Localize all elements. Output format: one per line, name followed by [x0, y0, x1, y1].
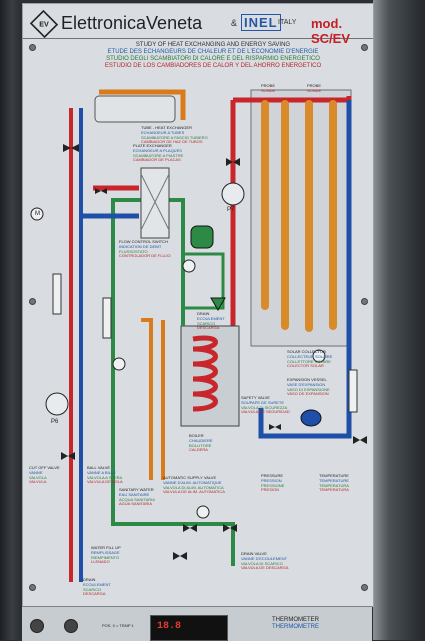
flow-gauge-mid [102, 297, 112, 339]
flow-gauge-left [52, 273, 62, 315]
label-sanitary-water: SANITARY WATER EAU SANITAIRE ACQUA SANIT… [119, 487, 155, 507]
screw [29, 44, 36, 51]
ampersand: & [231, 18, 238, 28]
model-label: mod. SC/EV [311, 16, 351, 46]
label-boiler: BOILER CHAUDIERE BOLLITORE CALDERA [189, 433, 213, 453]
screw [29, 298, 36, 305]
label-probe-1: PROBE [261, 83, 276, 88]
label-temperature: TEMPERATURE TEMPERATURE TEMPERATURA TEMP… [319, 473, 349, 493]
label-solar-collector: SOLAR COLLECTOR COLLECTEUR SOLAIRE COLLE… [287, 349, 333, 369]
label-drain: DRAIN ECOULEMENT SCARICO DESCARGA [197, 311, 225, 331]
valves [61, 144, 367, 560]
label-safety-valve: SAFETY VALVE SOUPAPE DE SURETE VALVOLA D… [241, 395, 290, 415]
label-drain-bottom: DRAIN ECOULEMENT SCARICO DESCARGA [83, 577, 111, 597]
selector-knob[interactable] [30, 619, 44, 633]
instrument-strip: POS. 0 = TEMP 1 18.8 THERMOMETER THERMOM… [22, 606, 372, 641]
motor-2 [112, 357, 126, 371]
pump-p7-label: P7 [227, 207, 235, 213]
collector-tubes [261, 100, 337, 332]
motor-1 [30, 207, 44, 221]
country-label: ITALY [278, 19, 297, 26]
label-drain-valve: DRAIN VALVE VANNE D'ECOULEMENT VALVOLA D… [241, 551, 289, 571]
label-water-fill: WATER FILL UP REMPLISSAGE RIEMPIMENTO LL… [91, 545, 121, 565]
pump-p6-label: P6 [51, 419, 59, 425]
label-tube-exchanger: TUBE - HEAT EXCHANGER ECHANGEUR A TUBES … [141, 125, 208, 145]
selector-label: POS. 0 = TEMP 1 [102, 623, 134, 628]
label-cut-valve: CUT OFF VALVE VANNE VALVOLA VALVULA [29, 465, 60, 485]
title-en: STUDY OF HEAT EXCHANGING AND ENERGY SAVI… [135, 42, 291, 48]
label-sonde-2: SONDE [307, 88, 322, 93]
panel-titles: STUDY OF HEAT EXCHANGING AND ENERGY SAVI… [83, 42, 343, 70]
label-probe-2: PROBE [307, 83, 322, 88]
pump-p6 [45, 392, 69, 416]
piping-diagram [30, 89, 367, 582]
boiler-coil [192, 335, 218, 412]
partner-logo: INEL [241, 14, 281, 31]
pump-p7 [221, 182, 245, 206]
orange-sanitary-line [141, 318, 165, 480]
schematic-panel: EV ElettronicaVeneta & INEL ITALY mod. S… [22, 3, 374, 607]
green-circuit-branch [183, 252, 225, 310]
brand-name: ElettronicaVeneta [61, 13, 203, 33]
title-es: ESTUDIO DE LOS CAMBIADORES DE CALOR Y DE… [104, 63, 322, 69]
screw [29, 584, 36, 591]
collector-cold-return [258, 100, 352, 439]
label-expansion-vessel: EXPANSION VESSEL VASE D'EXPANSION VASO D… [287, 377, 330, 397]
cabinet-side [373, 0, 425, 640]
display-value: 18.8 [157, 621, 182, 632]
screw [361, 298, 368, 305]
screw [361, 584, 368, 591]
orange-tube-loop [99, 89, 186, 120]
label-sonde-1: SONDE [261, 88, 276, 93]
label-flow-switch: FLOW CONTROL SWITCH INDICATION DE DEBIT … [119, 239, 171, 259]
title-it: STUDIO DEGLI SCAMBIATORI DI CALORE E DEL… [106, 56, 320, 62]
flow-gauge-right [348, 369, 358, 413]
label-plate-exchanger: PLATE EXCHANGER ECHANGEUR A PLAQUES SCAM… [133, 143, 184, 163]
drain-funnel [210, 297, 226, 311]
temperature-display: 18.8 [150, 615, 228, 641]
screw [361, 44, 368, 51]
expansion-vessel [300, 409, 322, 427]
motor-label: M [35, 211, 40, 217]
motor-4 [196, 505, 210, 519]
green-tank [190, 225, 214, 249]
thermometer-label: THERMOMETER THERMOMETRE [272, 617, 319, 630]
label-ball-valve: BALL VALVE VANNE A BILLE VALVOLA A SFERA… [87, 465, 123, 485]
motor-3 [182, 259, 196, 273]
motor-5 [312, 349, 326, 363]
label-auto-supply: AUTOMATIC SUPPLY VALVE VANNE D'ALIM. AUT… [163, 475, 225, 495]
panel-header: EV ElettronicaVeneta & INEL ITALY mod. S… [23, 4, 373, 46]
tube-exchanger [94, 95, 176, 123]
selector-knob[interactable] [64, 619, 78, 633]
label-pressure: PRESSURE PRESSION PRESSIONE PRESION [261, 473, 285, 493]
title-fr: ETUDE DES ECHANGEURS DE CHALEUR ET DE L'… [107, 49, 319, 55]
